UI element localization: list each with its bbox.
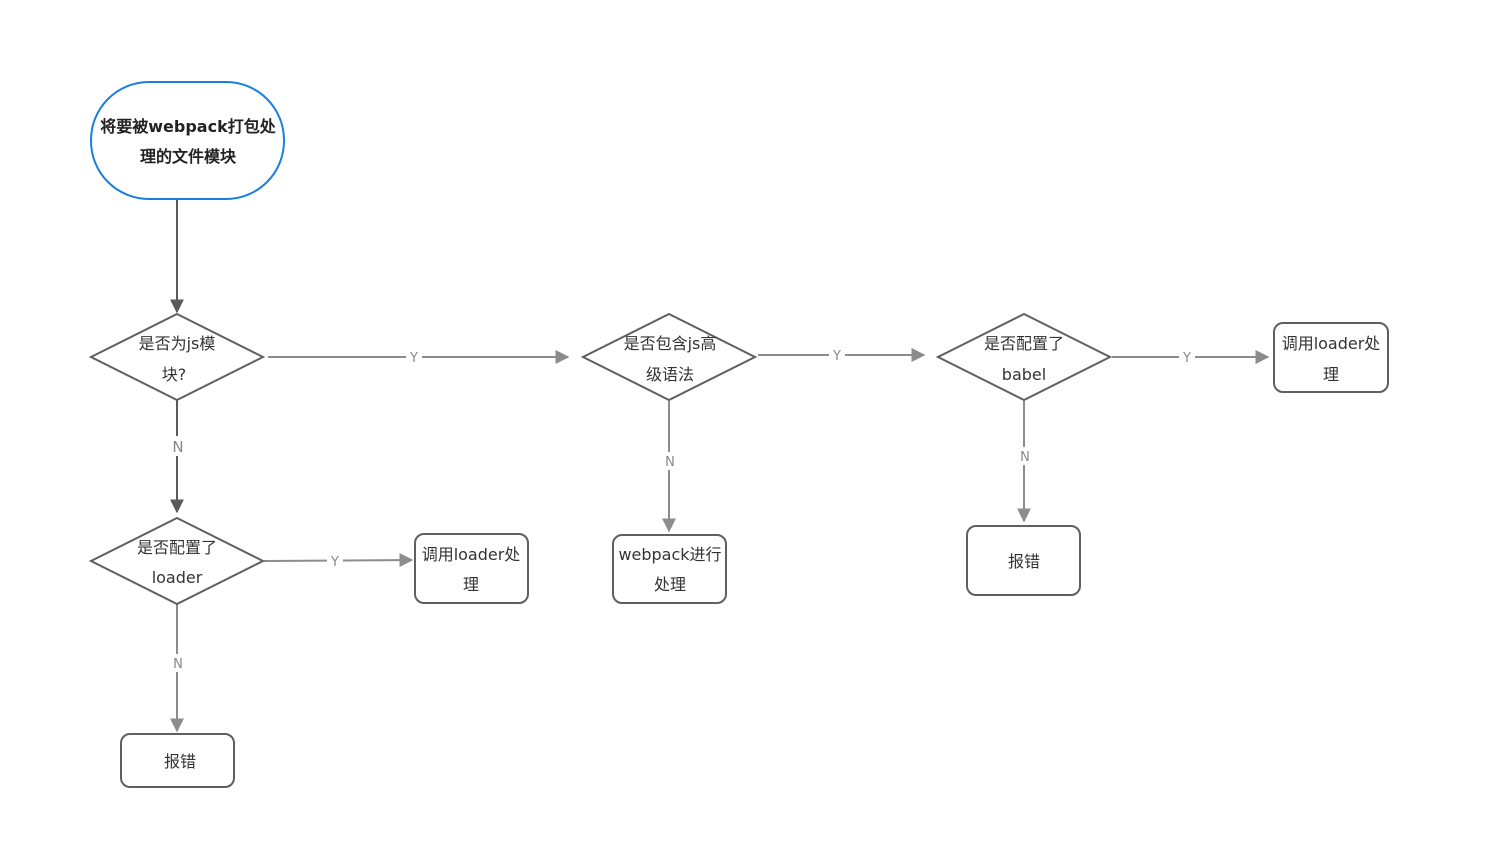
edge-advanced-syntax-no[interactable]: N (661, 401, 678, 533)
process-use-loader-right[interactable]: 调用loader处 理 (1273, 322, 1389, 393)
edge-label-yes: Y (832, 349, 841, 364)
start-node-line-1: 将要被webpack打包处 (100, 117, 276, 136)
decision-loader-configured-line-1: 是否配置了 (137, 538, 217, 557)
edge-is-js-module-no[interactable]: N (168, 400, 186, 514)
edge-is-js-module-yes[interactable]: Y (268, 350, 570, 366)
edge-label-yes: Y (1182, 351, 1191, 366)
process-error-right-label: 报错 (1008, 552, 1040, 571)
start-node[interactable]: 将要被webpack打包处 理的文件模块 (90, 81, 285, 200)
process-use-loader-left-line-2: 理 (463, 575, 479, 594)
edge-label-yes: Y (409, 351, 418, 366)
start-node-line-2: 理的文件模块 (140, 147, 237, 166)
edge-label-yes: Y (330, 555, 339, 570)
edge-loader-configured-no[interactable]: N (169, 604, 186, 733)
decision-babel-configured-line-2: babel (1002, 365, 1046, 384)
process-webpack-handles-line-2: 处理 (654, 575, 686, 594)
edge-advanced-syntax-yes[interactable]: Y (758, 348, 926, 364)
process-use-loader-right-line-1: 调用loader处 (1282, 334, 1381, 353)
decision-has-advanced-syntax[interactable]: 是否包含js高 级语法 (580, 312, 758, 402)
decision-babel-configured[interactable]: 是否配置了 babel (935, 312, 1113, 402)
edge-label-no: N (172, 438, 183, 456)
edge-label-no: N (665, 455, 675, 470)
decision-loader-configured-line-2: loader (152, 568, 203, 587)
process-use-loader-left[interactable]: 调用loader处 理 (414, 533, 529, 604)
process-use-loader-right-line-2: 理 (1323, 365, 1339, 384)
decision-is-js-module-line-1: 是否为js模 (139, 334, 216, 353)
edge-babel-configured-yes[interactable]: Y (1112, 350, 1270, 366)
decision-has-advanced-syntax-line-2: 级语法 (646, 365, 694, 384)
edge-label-no: N (1020, 450, 1030, 465)
process-use-loader-left-line-1: 调用loader处 (422, 545, 521, 564)
edge-label-no: N (173, 657, 183, 672)
edge-loader-configured-yes[interactable]: Y (263, 553, 414, 570)
decision-has-advanced-syntax-line-1: 是否包含js高 (624, 334, 717, 353)
process-webpack-handles-line-1: webpack进行 (618, 545, 721, 564)
process-error-right[interactable]: 报错 (966, 525, 1081, 596)
decision-babel-configured-line-1: 是否配置了 (984, 334, 1064, 353)
process-error-left-label: 报错 (164, 752, 196, 771)
edge-babel-configured-no[interactable]: N (1016, 401, 1033, 523)
process-error-left[interactable]: 报错 (120, 733, 235, 788)
decision-is-js-module[interactable]: 是否为js模 块? (88, 312, 266, 402)
decision-loader-configured[interactable]: 是否配置了 loader (88, 516, 266, 606)
decision-is-js-module-line-2: 块? (162, 365, 187, 384)
process-webpack-handles[interactable]: webpack进行 处理 (612, 534, 727, 604)
